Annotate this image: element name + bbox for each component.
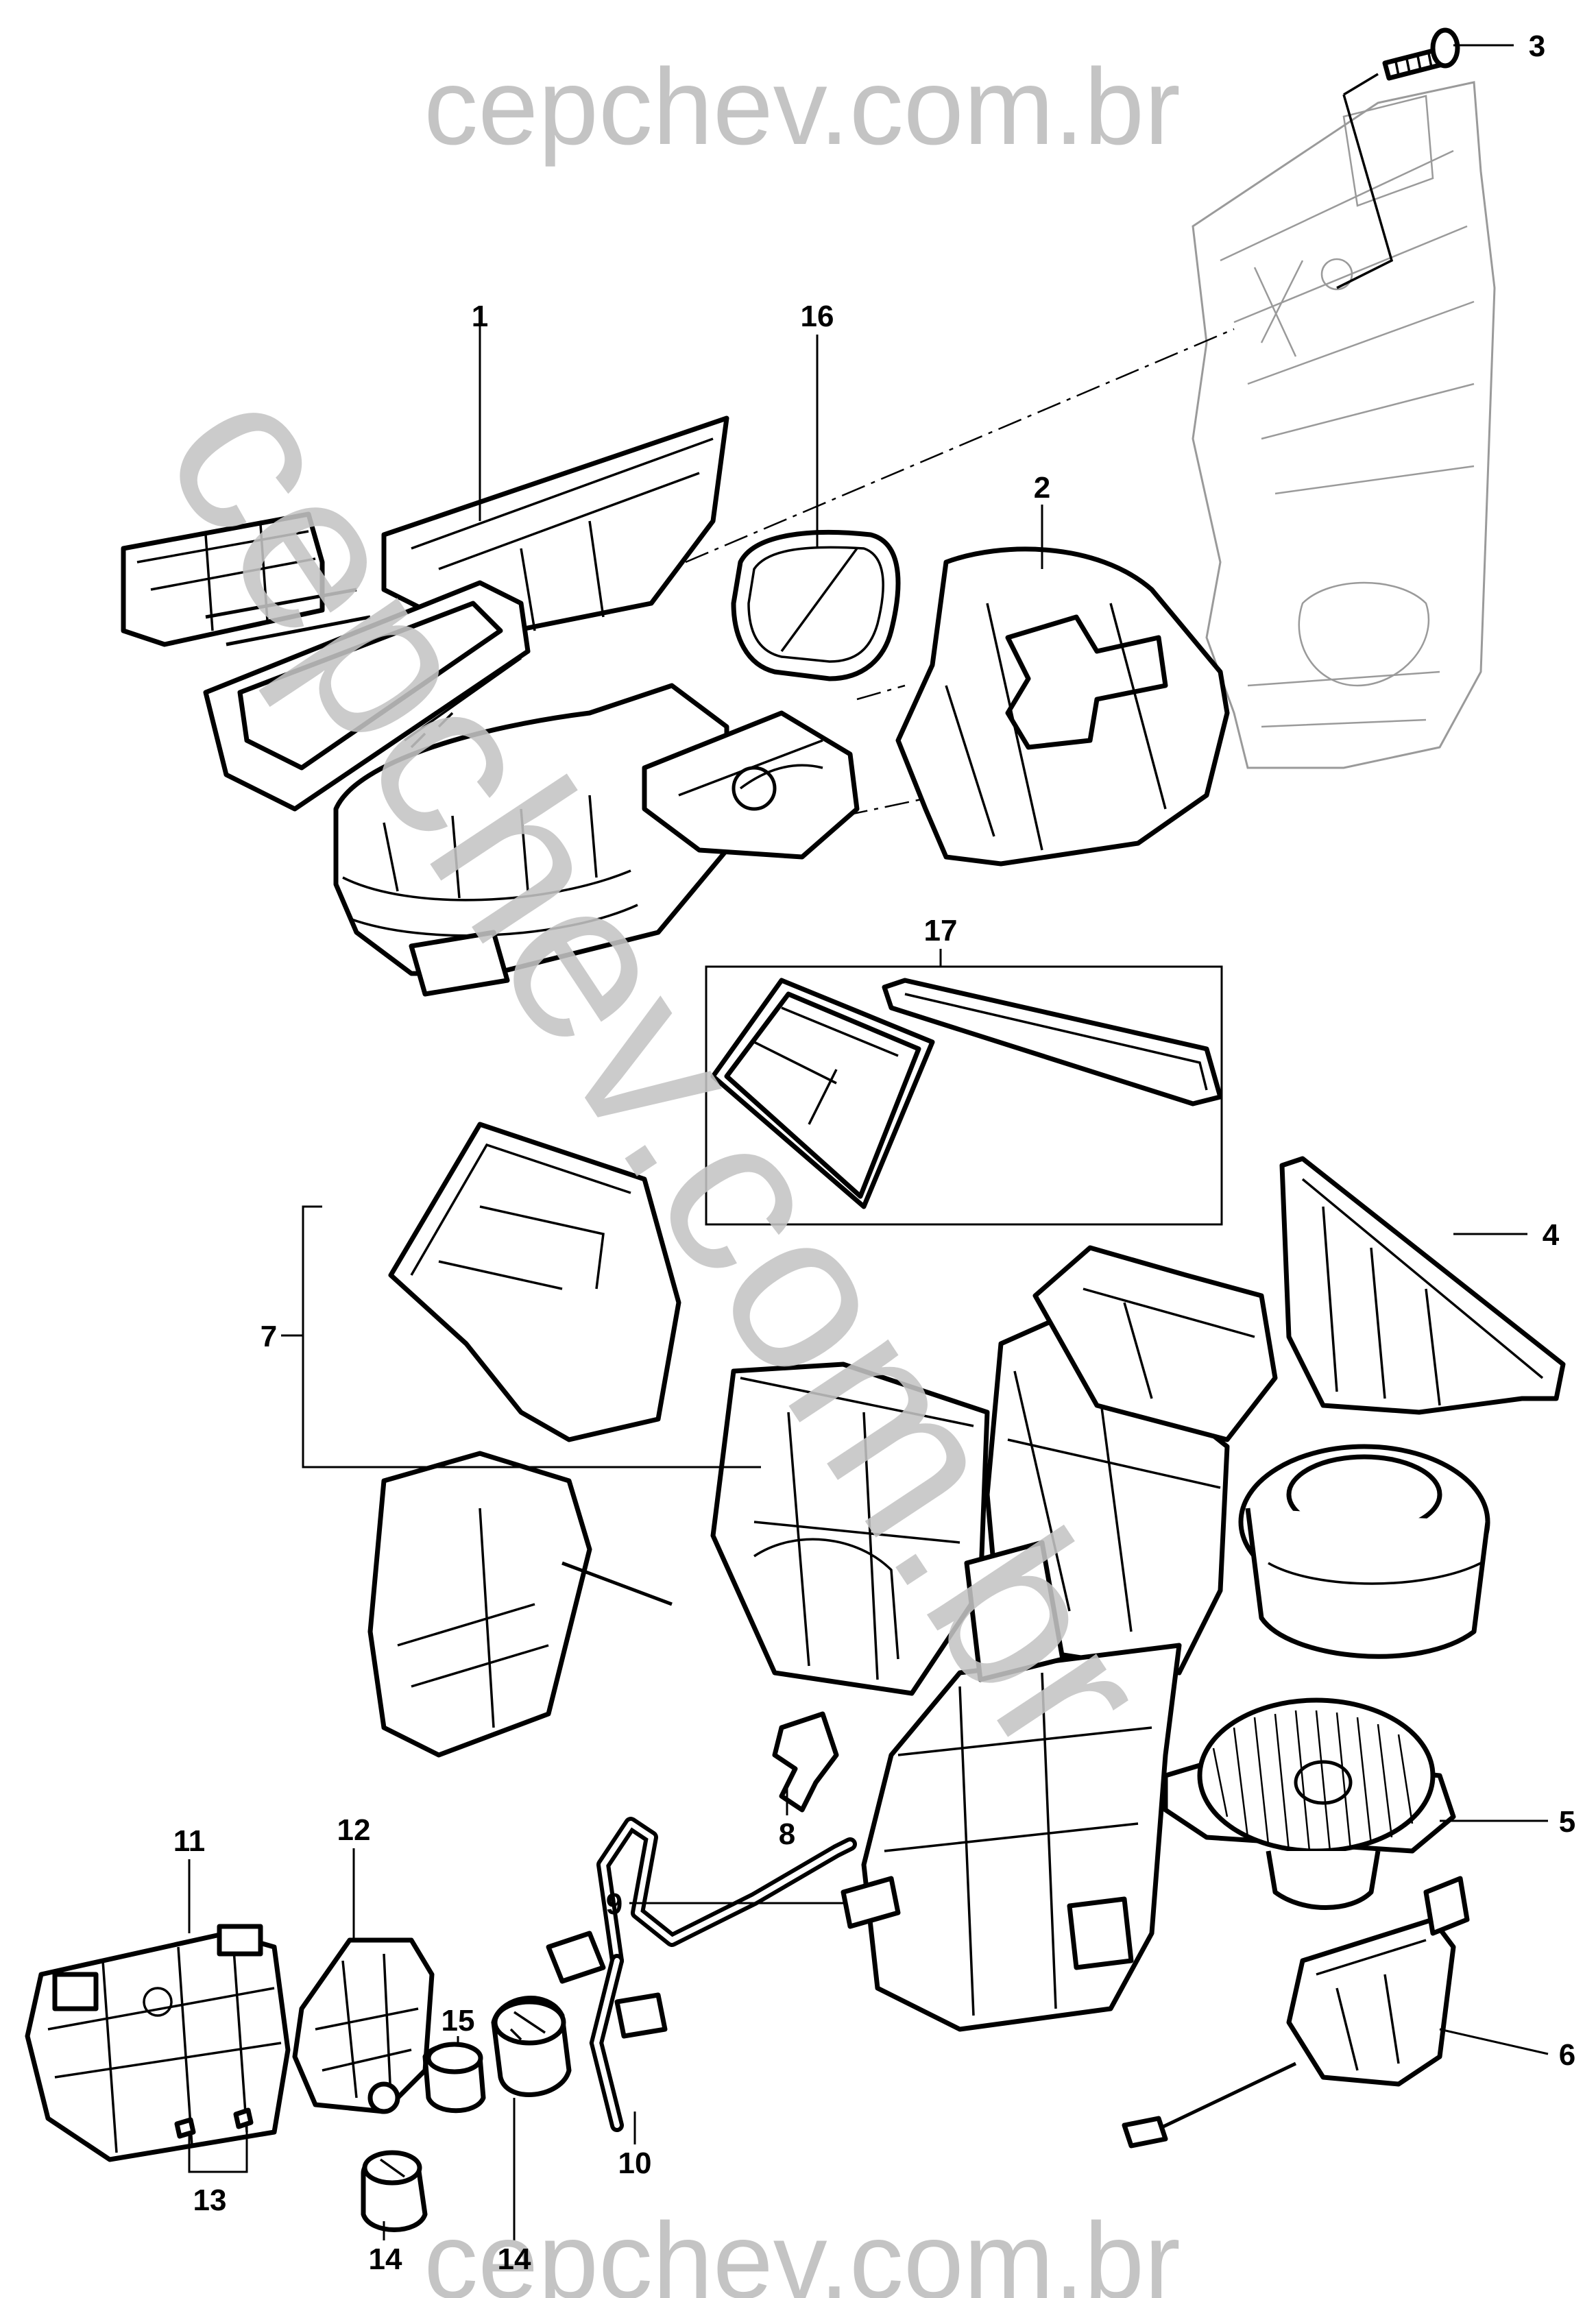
part-10-cable <box>546 1817 857 2132</box>
part-17-filter-kit <box>705 965 1223 1226</box>
part-2-cover <box>895 546 1230 867</box>
callout-3: 3 <box>1529 29 1545 63</box>
callout-13: 13 <box>193 2184 227 2217</box>
part-4-upper-duct <box>1279 1156 1566 1415</box>
callout-2: 2 <box>1034 471 1050 505</box>
part-7-duct-left <box>367 1122 681 1758</box>
callout-9: 9 <box>606 1887 622 1921</box>
callout-5: 5 <box>1559 1805 1575 1839</box>
main-hvac-housing <box>710 1245 1490 2032</box>
callout-6: 6 <box>1559 2038 1575 2072</box>
part-12-control-module <box>292 1937 435 2114</box>
callout-16: 16 <box>801 300 834 333</box>
part-1-hvac-upper-assembly <box>121 415 860 997</box>
part-14-knob-right <box>491 1996 572 2097</box>
leader-lines <box>188 44 1549 2240</box>
part-14-knob-left <box>361 2150 428 2232</box>
part-5-blower-motor <box>1163 1697 1456 1910</box>
callout-15: 15 <box>442 2004 475 2037</box>
part-7-bracket <box>281 1205 761 1468</box>
callout-1: 1 <box>472 300 488 333</box>
part-15-knob <box>422 2042 486 2114</box>
callout-11: 11 <box>173 1824 206 1858</box>
callout-14-right: 14 <box>498 2242 531 2276</box>
watermark-bottom: cepchev.com.br <box>424 2201 1181 2298</box>
alignment-lines <box>685 328 1235 817</box>
callout-7: 7 <box>261 1320 277 1353</box>
part-11-control-panel <box>25 1924 291 2162</box>
part-16-gasket <box>731 529 901 681</box>
callout-8: 8 <box>779 1817 795 1851</box>
vehicle-body-ghost <box>1192 81 1496 769</box>
part-8-clip <box>772 1711 839 1813</box>
callout-12: 12 <box>337 1813 371 1847</box>
callout-10: 10 <box>618 2146 652 2180</box>
part-9-connector <box>841 1876 901 1929</box>
part-3-screw <box>1336 27 1460 289</box>
callout-14-left: 14 <box>369 2242 402 2276</box>
callout-17: 17 <box>924 914 958 947</box>
watermark-top: cepchev.com.br <box>424 47 1181 167</box>
callout-4: 4 <box>1543 1218 1560 1252</box>
callout-labels: 1 2 3 4 5 6 7 8 9 10 11 12 13 14 14 15 1… <box>173 29 1576 2276</box>
part-6-actuator <box>1122 1876 1470 2149</box>
